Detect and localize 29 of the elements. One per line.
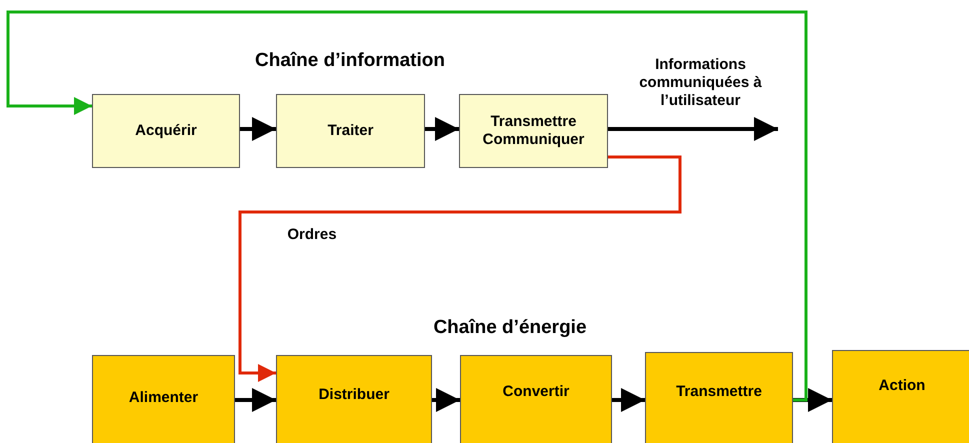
box-label: Alimenter bbox=[128, 389, 198, 407]
energy-function-box bbox=[276, 355, 432, 443]
information-function-box bbox=[276, 94, 425, 168]
arrow bbox=[432, 388, 460, 412]
box-label: Distribuer bbox=[318, 386, 390, 404]
feedback-arrow bbox=[238, 156, 682, 382]
box-label: Convertir bbox=[502, 383, 570, 401]
box-label: Transmettre Communiquer bbox=[482, 113, 586, 149]
arrow bbox=[425, 117, 459, 141]
energy-function-box bbox=[460, 355, 612, 443]
arrow bbox=[235, 388, 276, 412]
edge-label: Ordres bbox=[286, 226, 338, 244]
arrow bbox=[240, 117, 276, 141]
edge-label: Informations communiquées à l’utilisateur bbox=[638, 56, 763, 110]
box-label: Traiter bbox=[328, 122, 374, 140]
box-label: Action bbox=[878, 377, 926, 395]
energy-function-box bbox=[92, 355, 235, 443]
information-function-box bbox=[459, 94, 608, 168]
chain-heading: Chaîne d’information bbox=[254, 50, 446, 73]
arrow bbox=[793, 388, 832, 412]
energy-function-box bbox=[645, 352, 793, 443]
box-label: Transmettre bbox=[676, 383, 762, 401]
feedback-arrow bbox=[6, 10, 808, 402]
energy-function-box bbox=[832, 350, 969, 443]
arrow bbox=[612, 388, 645, 412]
arrow bbox=[608, 117, 778, 141]
chain-heading: Chaîne d’énergie bbox=[432, 317, 588, 340]
box-label: Acquérir bbox=[135, 122, 197, 140]
information-function-box bbox=[92, 94, 240, 168]
